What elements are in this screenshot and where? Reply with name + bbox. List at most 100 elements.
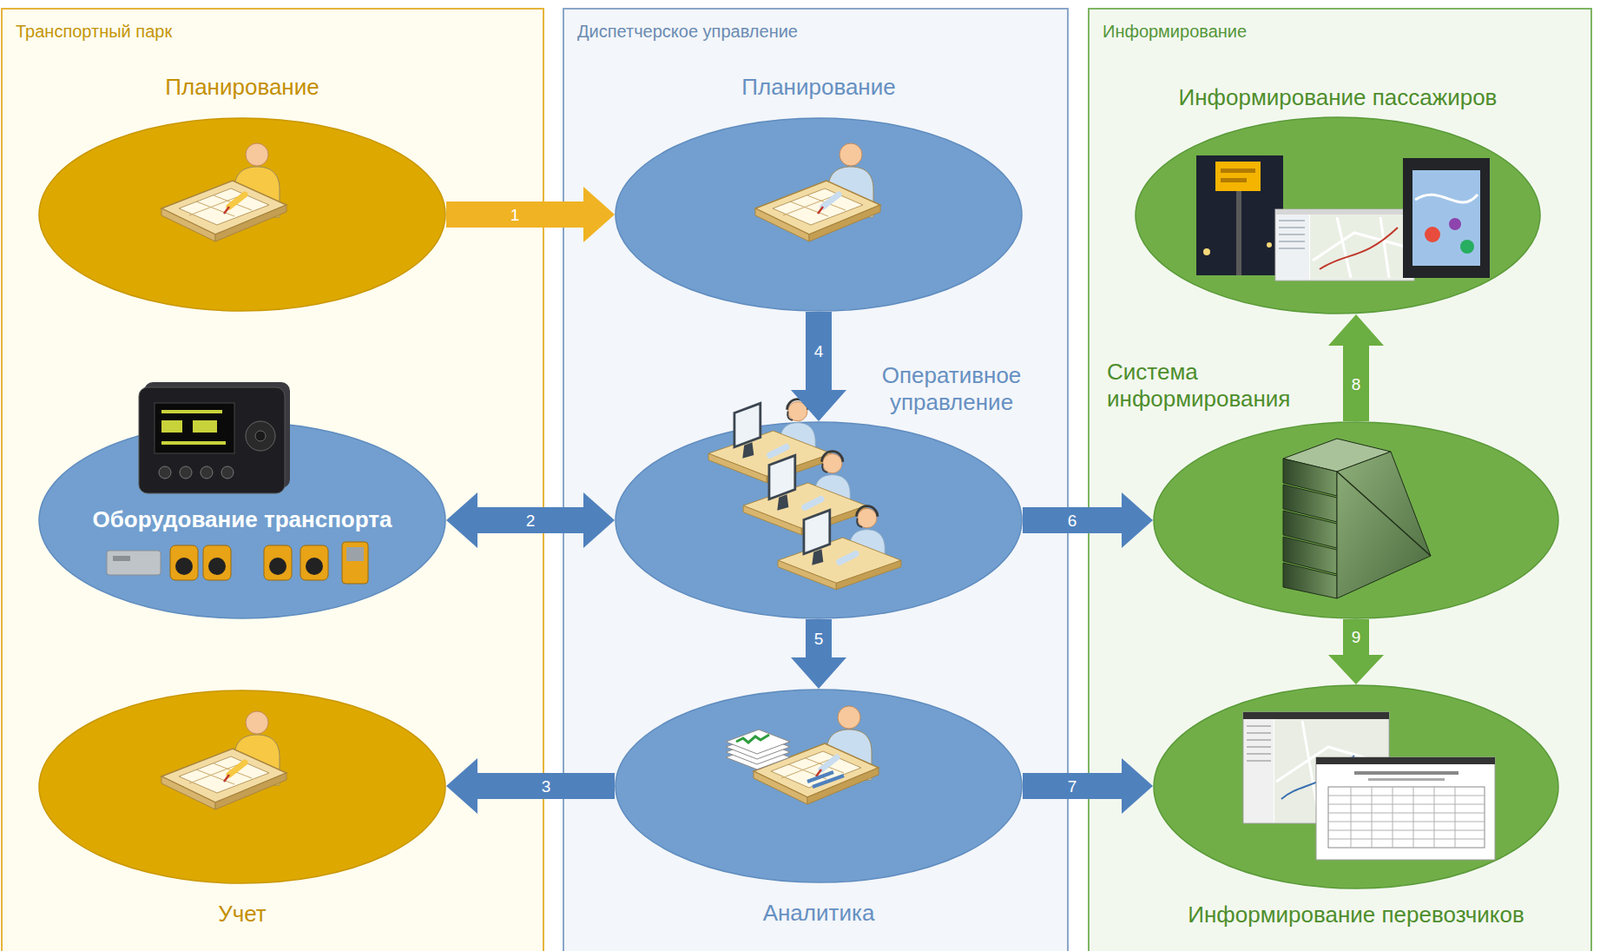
vehicle-devices — [170, 545, 198, 580]
arrow-number: 9 — [1351, 628, 1362, 646]
onboard-terminal — [221, 466, 234, 479]
node-label: Планирование — [164, 73, 319, 101]
report-stack — [725, 729, 791, 754]
ellipse-shape — [1135, 117, 1541, 314]
block-arrow — [1328, 618, 1384, 685]
band-title: Транспортный парк — [15, 20, 172, 42]
dispatcher-figure — [777, 506, 902, 590]
block-arrow — [446, 492, 615, 548]
passenger-info-photos — [1196, 155, 1490, 281]
carrier-info-screens — [1328, 786, 1485, 848]
block-arrow — [790, 618, 847, 689]
report-stack — [736, 734, 770, 743]
onboard-terminal — [154, 402, 235, 454]
onboard-terminal — [161, 409, 223, 414]
node-label: Оборудование транспорта — [92, 506, 393, 534]
ellipse-shape — [615, 118, 1022, 311]
passenger-info-photos — [1312, 217, 1412, 278]
node-label: Оперативное управление — [864, 362, 1039, 416]
band-title: Информирование — [1102, 20, 1247, 42]
block-arrow — [446, 757, 615, 814]
vehicle-devices — [305, 557, 323, 575]
node-label: Аналитика — [763, 899, 876, 927]
passenger-info-photos — [1196, 155, 1284, 276]
onboard-terminal — [138, 381, 290, 494]
vehicle-devices — [269, 557, 287, 575]
vehicle-devices — [346, 546, 364, 561]
vehicle-devices — [175, 557, 193, 575]
passenger-info-photos — [1412, 170, 1481, 266]
onboard-terminal — [158, 466, 172, 479]
server-icon — [1336, 451, 1431, 599]
passenger-info-photos — [1402, 158, 1490, 278]
node-label: Система информирования — [1106, 358, 1316, 413]
ellipse-shape — [1153, 421, 1559, 619]
ellipse-shape — [1153, 684, 1559, 889]
block-arrow — [1328, 314, 1384, 422]
onboard-terminal — [161, 441, 226, 445]
passenger-info-photos — [1415, 194, 1478, 203]
carrier-info-screens — [1368, 777, 1445, 781]
vehicle-devices — [342, 541, 369, 584]
block-arrow — [790, 311, 847, 422]
block-arrow — [1022, 492, 1153, 548]
passenger-info-photos — [1460, 239, 1475, 254]
carrier-info-screens — [1328, 786, 1485, 848]
passenger-info-photos — [1319, 227, 1398, 270]
ellipse-shape — [39, 118, 446, 311]
arrow-number: 8 — [1351, 375, 1362, 392]
swimlane-band: Диспетчерское управлениеПланированиеОпер… — [562, 7, 1069, 951]
carrier-info-screens — [1316, 757, 1495, 764]
node-label: Учет — [217, 900, 267, 928]
server-icon — [1283, 438, 1431, 599]
block-arrow — [446, 186, 615, 243]
vehicle-devices — [106, 541, 369, 584]
vehicle-devices — [112, 555, 131, 561]
passenger-info-photos — [1448, 217, 1462, 231]
vehicle-devices — [300, 545, 329, 580]
carrier-info-screens — [1243, 711, 1495, 860]
block-arrow — [1022, 757, 1153, 814]
planner-figure — [161, 143, 287, 242]
passenger-info-photos — [1215, 161, 1261, 191]
passenger-info-photos — [1220, 177, 1247, 183]
passenger-info-photos — [1278, 220, 1305, 249]
report-stack — [725, 729, 844, 787]
arrow-number: 7 — [1067, 777, 1078, 795]
carrier-info-screens — [1244, 718, 1274, 823]
accountant-figure — [161, 711, 287, 810]
onboard-terminal — [138, 387, 285, 494]
passenger-info-photos — [1275, 209, 1415, 215]
band-title: Диспетчерское управление — [577, 20, 798, 42]
passenger-info-photos — [1310, 214, 1414, 280]
carrier-info-screens — [1246, 725, 1271, 761]
passenger-info-photos — [1266, 242, 1272, 248]
passenger-info-photos — [1424, 226, 1441, 243]
carrier-info-screens — [1316, 757, 1495, 860]
onboard-terminal — [179, 466, 192, 479]
onboard-terminal — [245, 421, 276, 451]
arrow-number: 3 — [541, 777, 552, 795]
passenger-info-photos — [1275, 209, 1415, 281]
onboard-terminal — [255, 430, 266, 442]
arrow-number: 5 — [814, 630, 824, 647]
arrow-number: 6 — [1067, 512, 1078, 529]
node-label: Информирование пассажиров — [1178, 84, 1498, 112]
server-icon — [1283, 562, 1337, 599]
passenger-info-photos — [1236, 189, 1242, 276]
vehicle-devices — [106, 550, 161, 575]
vehicle-devices — [208, 557, 226, 575]
ellipse-shape — [39, 690, 446, 883]
onboard-terminal — [192, 420, 218, 433]
server-icon — [1336, 471, 1431, 556]
ellipse-shape — [615, 689, 1022, 883]
vehicle-devices — [203, 545, 231, 580]
planner-figure — [755, 143, 881, 242]
onboard-terminal — [161, 420, 183, 433]
passenger-info-photos — [1276, 214, 1310, 280]
onboard-terminal — [200, 466, 213, 479]
